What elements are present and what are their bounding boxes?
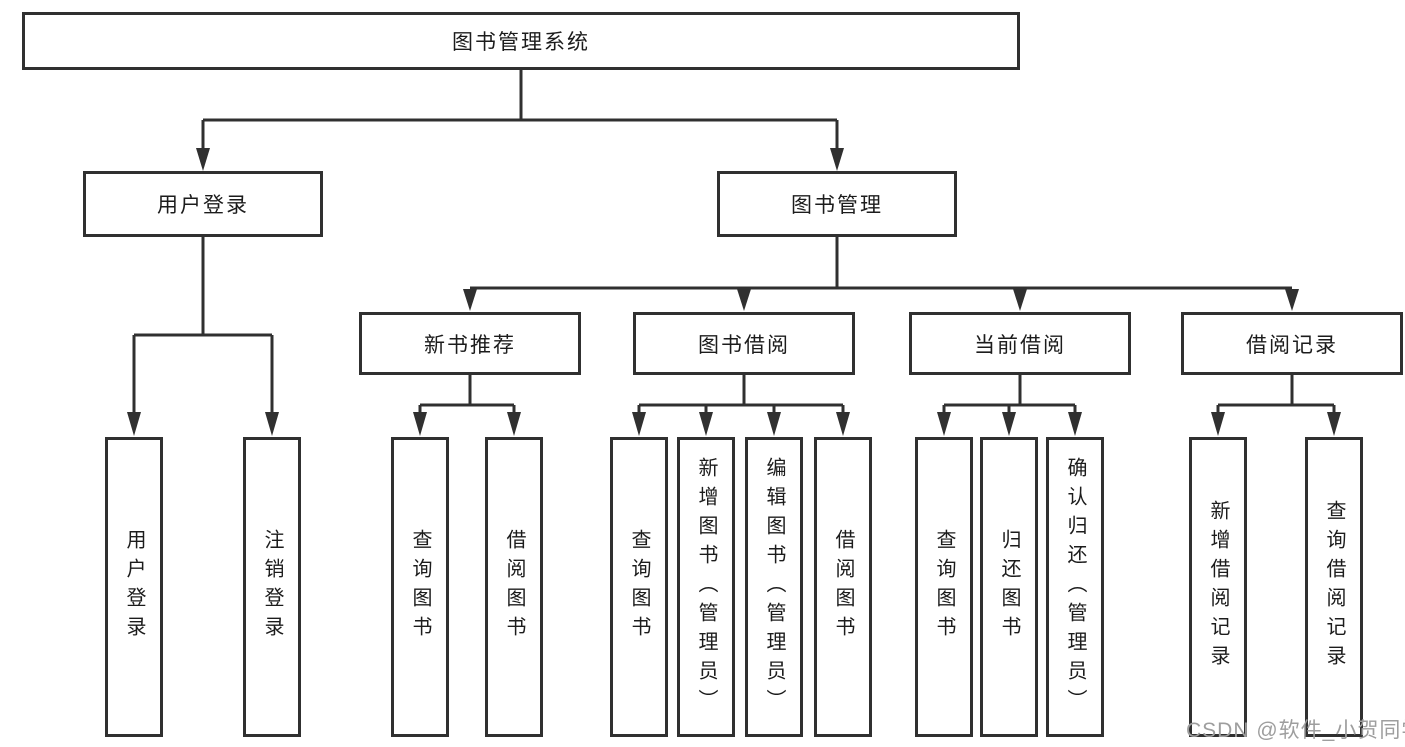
node-return-books: 归还图书 [980,437,1038,737]
node-label: 编辑图书（管理员） [763,456,785,718]
node-current-borrowing: 当前借阅 [909,312,1131,375]
node-label: 用户登录 [157,194,249,217]
node-label: 新增图书（管理员） [695,456,717,718]
node-confirm-return-admin: 确认归还（管理员） [1046,437,1104,737]
node-book-borrowing: 图书借阅 [633,312,855,375]
node-add-books-admin: 新增图书（管理员） [677,437,735,737]
node-query-books-recommend: 查询图书 [391,437,449,737]
csdn-watermark: CSDN @软件_小贺同学 [1186,719,1405,742]
node-label: 新增借阅记录 [1207,500,1229,674]
node-label: 借阅记录 [1246,333,1338,357]
node-label: 查询图书 [933,529,955,645]
node-label: 注销登录 [261,529,283,645]
node-edit-books-admin: 编辑图书（管理员） [745,437,803,737]
node-borrow-books: 借阅图书 [814,437,872,737]
node-query-borrow-record: 查询借阅记录 [1305,437,1363,737]
arrowheads [127,148,1341,436]
node-query-books-borrow: 查询图书 [610,437,668,737]
node-library-system: 图书管理系统 [22,12,1020,70]
node-label: 用户登录 [123,529,145,645]
node-label: 图书管理 [791,194,883,217]
node-label: 归还图书 [998,529,1020,645]
node-label: 借阅图书 [832,529,854,645]
node-user-login-action: 用户登录 [105,437,163,737]
node-label: 查询借阅记录 [1323,500,1345,674]
node-label: 查询图书 [409,529,431,645]
node-label: 确认归还（管理员） [1064,456,1086,718]
node-logout: 注销登录 [243,437,301,737]
node-add-borrow-record: 新增借阅记录 [1189,437,1247,737]
node-borrowing-records: 借阅记录 [1181,312,1403,375]
node-new-book-recommend: 新书推荐 [359,312,581,375]
node-label: 图书管理系统 [452,31,590,54]
node-label: 借阅图书 [503,529,525,645]
node-label: 新书推荐 [424,333,516,357]
node-borrow-books-recommend: 借阅图书 [485,437,543,737]
node-book-management: 图书管理 [717,171,957,237]
node-user-login: 用户登录 [83,171,323,237]
node-label: 图书借阅 [698,333,790,357]
node-label: 查询图书 [628,529,650,645]
node-label: 当前借阅 [974,333,1066,357]
node-query-books-current: 查询图书 [915,437,973,737]
